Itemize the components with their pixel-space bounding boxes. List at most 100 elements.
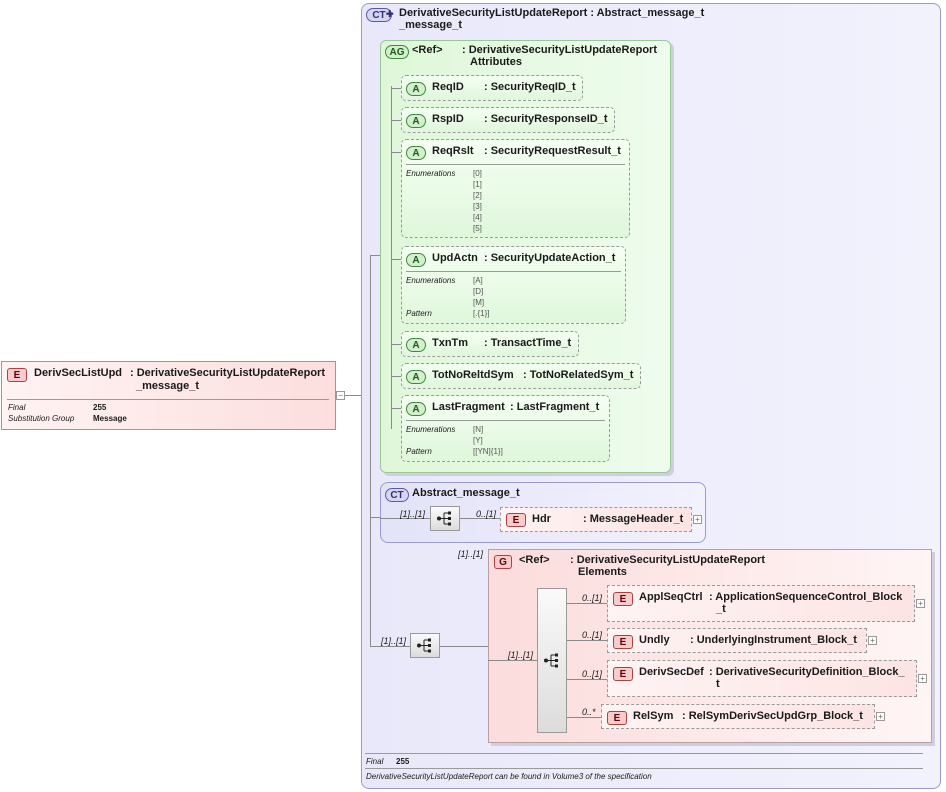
element-multiplicity: 0..* <box>582 707 596 717</box>
pattern-value: [.{1}] <box>473 309 490 318</box>
expand-derivsecdef[interactable]: + <box>918 674 927 683</box>
root-element-box[interactable]: E DerivSecListUpd : DerivativeSecurityLi… <box>1 361 336 430</box>
expand-relsym[interactable]: + <box>876 712 885 721</box>
hdr-multiplicity: 0..[1] <box>476 509 497 519</box>
attribute-updactn[interactable]: A UpdActn : SecurityUpdateAction_t Enume… <box>401 246 626 324</box>
attribute-name: LastFragment <box>432 401 505 413</box>
attribute-lastfragment[interactable]: A LastFragment : LastFragment_t Enumerat… <box>401 395 610 462</box>
element-multiplicity: 0..[1] <box>582 630 603 640</box>
prop-final-value: 255 <box>93 403 107 412</box>
sequence-icon <box>544 653 558 668</box>
element-type: : UnderlyingInstrument_Block_t <box>690 634 857 646</box>
sequence-compositor[interactable] <box>430 506 460 531</box>
prop-subst-key: Substitution Group <box>8 414 75 423</box>
attribute-type: : TotNoRelatedSym_t <box>523 369 634 381</box>
enum-value: [0] <box>473 169 482 178</box>
connector <box>391 120 401 121</box>
group-ref: <Ref> <box>519 554 550 566</box>
pattern-label: Pattern <box>406 447 432 456</box>
element-undly[interactable]: E Undly : UnderlyingInstrument_Block_t <box>607 628 867 653</box>
attribute-badge: A <box>406 82 426 96</box>
attribute-type: : LastFragment_t <box>510 401 600 413</box>
connector <box>370 517 380 518</box>
element-applseqctrl[interactable]: E ApplSeqCtrl : ApplicationSequenceContr… <box>607 585 915 622</box>
attribute-badge: A <box>406 253 426 267</box>
element-type: : ApplicationSequenceControl_Block <box>709 591 903 603</box>
connector <box>370 255 380 256</box>
element-badge: E <box>613 635 633 649</box>
enum-value: [D] <box>473 287 484 296</box>
connector <box>391 259 401 260</box>
attribute-txntm[interactable]: A TxnTm : TransactTime_t <box>401 331 579 357</box>
attribute-badge: A <box>406 402 426 416</box>
connector <box>567 640 607 641</box>
element-name: Undly <box>639 634 670 646</box>
divider <box>406 271 621 272</box>
attribute-name: ReqID <box>432 81 464 93</box>
outer-sequence-multiplicity: [1]..[1] <box>381 636 407 646</box>
connector <box>391 408 401 409</box>
collapse-toggle[interactable]: − <box>336 391 345 400</box>
element-type: : RelSymDerivSecUpdGrp_Block_t <box>682 710 863 722</box>
attribute-reqrslt[interactable]: A ReqRslt : SecurityRequestResult_t Enum… <box>401 139 630 238</box>
pattern-value: [[YN]{1}] <box>473 447 503 456</box>
divider <box>406 420 605 421</box>
element-badge: E <box>613 592 633 606</box>
attribute-reqid[interactable]: A ReqID : SecurityReqID_t <box>401 75 583 101</box>
attribute-type: : SecurityResponseID_t <box>484 113 608 125</box>
element-badge: E <box>613 667 633 681</box>
inner-sequence-compositor[interactable] <box>537 588 567 733</box>
connector <box>567 679 607 680</box>
divider <box>7 399 329 400</box>
element-badge: E <box>607 711 627 725</box>
enum-label: Enumerations <box>406 276 456 285</box>
connector <box>391 376 401 377</box>
expand-undly[interactable]: + <box>868 636 877 645</box>
element-multiplicity: 0..[1] <box>582 593 603 603</box>
enum-label: Enumerations <box>406 169 456 178</box>
enum-value: [Y] <box>473 436 483 445</box>
footer-final-value: 255 <box>396 757 410 766</box>
pattern-label: Pattern <box>406 309 432 318</box>
attribute-name: TotNoReltdSym <box>432 369 514 381</box>
element-derivsecdef[interactable]: E DerivSecDef : DerivativeSecurityDefini… <box>607 660 917 697</box>
connector <box>391 152 401 153</box>
attribute-badge: A <box>406 338 426 352</box>
enum-label: Enumerations <box>406 425 456 434</box>
connector <box>336 395 370 396</box>
element-relsym[interactable]: E RelSym : RelSymDerivSecUpdGrp_Block_t <box>601 704 875 729</box>
expand-applseqctrl[interactable]: + <box>916 599 925 608</box>
outer-sequence-compositor[interactable] <box>410 633 440 658</box>
attribute-totnoreltdsym[interactable]: A TotNoReltdSym : TotNoRelatedSym_t <box>401 363 641 389</box>
element-type-cont: t <box>716 678 720 690</box>
group-type: : DerivativeSecurityListUpdateReport <box>570 554 765 566</box>
element-name: RelSym <box>633 710 674 722</box>
sequence-multiplicity: [1]..[1] <box>400 509 426 519</box>
attribute-group-type: : DerivativeSecurityListUpdateReport <box>462 44 657 56</box>
divider <box>365 768 923 769</box>
complex-type-title: DerivativeSecurityListUpdateReport : Abs… <box>399 7 705 19</box>
group-badge: G <box>494 555 512 569</box>
enum-value: [A] <box>473 276 483 285</box>
enum-value: [M] <box>473 298 485 307</box>
attribute-type: : TransactTime_t <box>484 337 572 349</box>
attribute-rspid[interactable]: A RspID : SecurityResponseID_t <box>401 107 615 133</box>
sequence-icon <box>437 511 451 526</box>
attribute-name: UpdActn <box>432 252 478 264</box>
expand-hdr[interactable]: + <box>693 515 702 524</box>
connector <box>567 717 601 718</box>
root-element-type: : DerivativeSecurityListUpdateReport <box>130 367 325 379</box>
ct-plus-icon: ✚ <box>386 9 394 19</box>
footer-final-key: Final <box>366 757 384 766</box>
element-hdr[interactable]: E Hdr : MessageHeader_t <box>500 507 692 532</box>
abstract-message-badge: CT <box>385 488 409 502</box>
element-name: ApplSeqCtrl <box>639 591 703 603</box>
connector <box>567 603 607 604</box>
connector <box>440 646 488 647</box>
element-name: DerivSecDef <box>639 666 704 678</box>
enum-value: [3] <box>473 202 482 211</box>
enum-value: [4] <box>473 213 482 222</box>
attribute-name: ReqRslt <box>432 145 474 157</box>
attribute-name: RspID <box>432 113 464 125</box>
attribute-name: TxnTm <box>432 337 469 349</box>
